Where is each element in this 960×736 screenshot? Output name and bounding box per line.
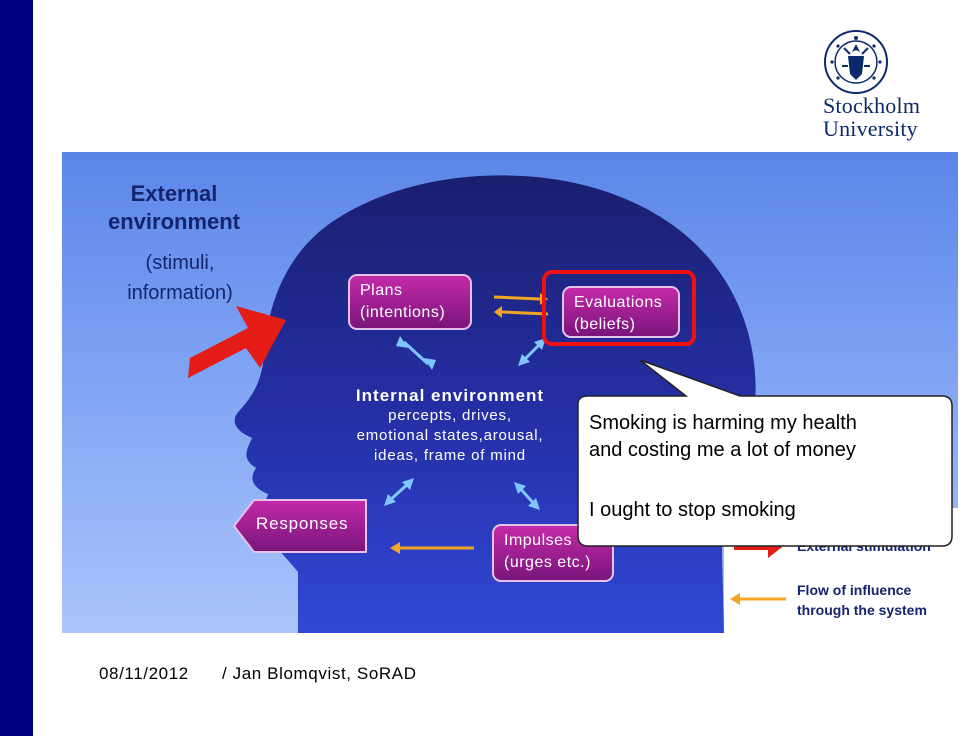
internal-line-1: percepts, drives, <box>388 407 512 424</box>
footer-author: / Jan Blomqvist, SoRAD <box>222 664 417 683</box>
callout-line-1: Smoking is harming my health <box>589 412 857 434</box>
speech-bubble-text: Smoking is harming my health and costing… <box>589 410 949 524</box>
responses-arrow-shape <box>232 499 367 553</box>
logo-wordmark: Stockholm University <box>823 94 920 140</box>
external-environment-title: External environment <box>84 180 264 236</box>
evaluations-label: Evaluations <box>574 294 663 311</box>
logo-line-stockholm: Stockholm <box>823 93 921 118</box>
internal-environment-title: Internal environment <box>355 386 545 405</box>
legend-flow-of-influence: Flow of influence through the system <box>797 580 927 620</box>
left-accent-bar <box>0 0 33 736</box>
footer-date: 08/11/2012 <box>99 664 189 683</box>
external-title-line-1: External <box>130 181 218 206</box>
internal-line-2: emotional states,arousal, <box>356 427 544 444</box>
external-environment-subtitle: (stimuli, information) <box>84 248 276 308</box>
legend-flow-line-1: Flow of influence <box>797 582 912 598</box>
legend-flow-line-2: through the system <box>797 602 927 618</box>
plans-box: Plans (intentions) <box>348 274 472 330</box>
plans-label: Plans <box>360 282 403 299</box>
callout-line-2: and costing me a lot of money <box>589 439 856 461</box>
influence-diagram: External environment (stimuli, informati… <box>62 152 958 633</box>
evaluations-sublabel: (beliefs) <box>574 316 636 333</box>
internal-line-3: ideas, frame of mind <box>374 447 526 464</box>
callout-line-3: I ought to stop smoking <box>589 499 796 521</box>
impulses-sublabel: (urges etc.) <box>504 554 591 571</box>
responses-label: Responses <box>256 514 349 533</box>
responses-box: Responses <box>232 498 370 554</box>
internal-environment-text: Internal environment percepts, drives, e… <box>332 386 568 466</box>
impulses-label: Impulses <box>504 532 573 549</box>
university-seal-icon <box>824 30 888 94</box>
external-sub-line-1: (stimuli, <box>145 252 215 274</box>
evaluations-box: Evaluations (beliefs) <box>562 286 680 338</box>
external-stimulation-arrow <box>188 306 286 378</box>
logo-line-university: University <box>823 116 918 141</box>
stockholm-university-logo: Stockholm University <box>818 28 943 140</box>
external-sub-line-2: information) <box>127 282 233 304</box>
evaluations-highlight-frame <box>542 270 696 346</box>
plans-sublabel: (intentions) <box>360 304 446 321</box>
external-title-line-2: environment <box>107 209 241 234</box>
